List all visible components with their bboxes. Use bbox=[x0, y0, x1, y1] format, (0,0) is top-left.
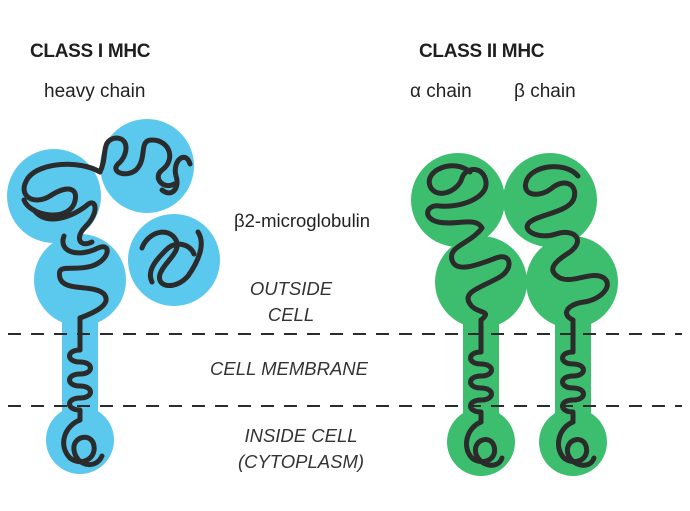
beta2-microglobulin-domain bbox=[128, 214, 220, 306]
outside-cell-label: OUTSIDE CELL bbox=[248, 276, 334, 328]
heavy-chain-label: heavy chain bbox=[44, 81, 146, 102]
class2-molecule bbox=[411, 153, 618, 476]
class2-beta-domains bbox=[503, 153, 618, 476]
alpha-chain-label: α chain bbox=[410, 81, 472, 102]
class1-molecule bbox=[7, 119, 220, 474]
class1-chain-strand bbox=[21, 135, 204, 467]
class1-alpha3-domain bbox=[34, 234, 126, 326]
outside-cell-line1: OUTSIDE bbox=[249, 278, 333, 299]
inside-cell-line1: INSIDE CELL bbox=[244, 425, 358, 446]
class2-alpha-strand bbox=[425, 163, 512, 468]
class1-title: CLASS I MHC bbox=[30, 41, 151, 62]
beta2-microglobulin-label: β2-microglobulin bbox=[234, 210, 371, 231]
class2-beta-strand bbox=[522, 164, 610, 468]
class2-title: CLASS II MHC bbox=[419, 41, 545, 62]
cell-membrane-label: CELL MEMBRANE bbox=[210, 358, 368, 379]
inside-cell-label: INSIDE CELL (CYTOPLASM) bbox=[226, 423, 376, 475]
inside-cell-line2: (CYTOPLASM) bbox=[237, 451, 365, 472]
class2-beta2-domain bbox=[526, 236, 618, 328]
outside-cell-line2: CELL bbox=[267, 304, 315, 325]
class2-alpha2-domain bbox=[435, 236, 527, 328]
beta-chain-label: β chain bbox=[514, 81, 576, 102]
